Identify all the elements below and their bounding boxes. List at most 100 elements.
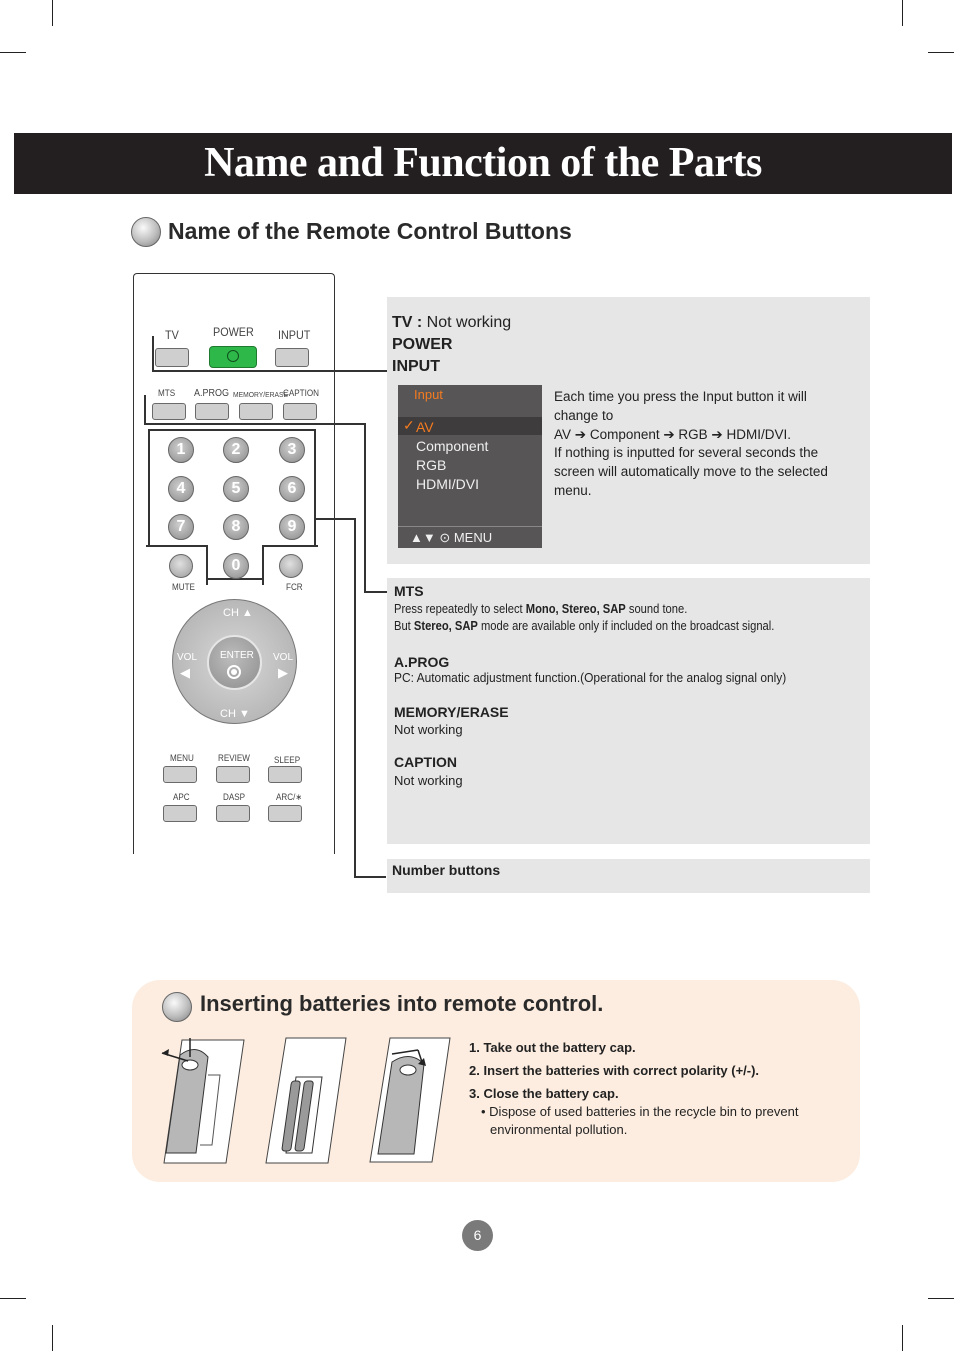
osd-item-av[interactable]: AV bbox=[416, 419, 434, 435]
battery-note-line-2: environmental pollution. bbox=[490, 1122, 628, 1137]
number-button-8[interactable]: 8 bbox=[223, 514, 249, 540]
number-button-4[interactable]: 4 bbox=[168, 476, 194, 502]
remote-label-mute: MUTE bbox=[172, 582, 195, 592]
aprog-text: PC: Automatic adjustment function.(Opera… bbox=[394, 670, 787, 685]
crop-mark bbox=[902, 1325, 903, 1351]
fcr-button[interactable] bbox=[279, 554, 303, 578]
remote-label-aprog: A.PROG bbox=[194, 388, 230, 399]
connector-line bbox=[152, 336, 154, 372]
tv-button[interactable] bbox=[155, 348, 189, 367]
remote-label-input: INPUT bbox=[278, 328, 311, 342]
battery-note-line-1: • Dispose of used batteries in the recyc… bbox=[481, 1104, 799, 1119]
osd-item-hdmi-dvi[interactable]: HDMI/DVI bbox=[416, 476, 479, 492]
number-button-5[interactable]: 5 bbox=[223, 476, 249, 502]
review-button[interactable] bbox=[216, 766, 250, 783]
number-button-9[interactable]: 9 bbox=[279, 514, 305, 540]
connector-line bbox=[364, 423, 366, 593]
section-bullet-icon bbox=[131, 217, 161, 247]
menu-button[interactable] bbox=[163, 766, 197, 783]
numbox-bottom bbox=[208, 578, 264, 580]
remote-label-fcr: FCR bbox=[286, 582, 303, 592]
connector-line bbox=[152, 370, 387, 372]
crop-mark bbox=[0, 1298, 26, 1299]
osd-item-rgb[interactable]: RGB bbox=[416, 457, 447, 473]
battery-section bbox=[132, 980, 860, 1182]
remote-label-apc: APC bbox=[173, 792, 190, 802]
aprog-button[interactable] bbox=[195, 403, 229, 420]
enter-button[interactable] bbox=[207, 635, 262, 690]
sleep-button[interactable] bbox=[268, 766, 302, 783]
section-title-remote: Name of the Remote Control Buttons bbox=[168, 218, 572, 244]
mute-button[interactable] bbox=[169, 554, 193, 578]
vol-right-label: VOL bbox=[273, 652, 294, 663]
connector-line bbox=[144, 423, 366, 425]
number-button-2[interactable]: 2 bbox=[223, 437, 249, 463]
apc-button[interactable] bbox=[163, 805, 197, 822]
caption-button[interactable] bbox=[283, 403, 317, 420]
caption-text: Not working bbox=[394, 773, 463, 788]
remote-label-caption: CAPTION bbox=[283, 388, 320, 398]
osd-selected-row bbox=[398, 417, 542, 435]
osd-footer-divider bbox=[398, 526, 542, 527]
number-buttons-label: Number buttons bbox=[392, 862, 501, 878]
input-desc-line-4: If nothing is inputted for several secon… bbox=[554, 445, 819, 460]
input-desc-line-6: menu. bbox=[554, 483, 592, 498]
numbox-notch-right bbox=[262, 545, 318, 585]
arrow-right-icon: ▶ bbox=[278, 665, 288, 680]
number-button-6[interactable]: 6 bbox=[279, 476, 305, 502]
remote-label-mts: MTS bbox=[158, 388, 176, 398]
connector-line bbox=[316, 518, 356, 520]
remote-label-arc: ARC/∗ bbox=[276, 792, 303, 802]
input-desc-line-3: AV ➔ Component ➔ RGB ➔ HDMI/DVI. bbox=[554, 427, 791, 442]
remote-label-sleep: SLEEP bbox=[274, 755, 301, 765]
battery-step-2: 2. Insert the batteries with correct pol… bbox=[469, 1063, 760, 1078]
battery-illustration-1 bbox=[161, 1038, 245, 1164]
power-button[interactable] bbox=[209, 346, 257, 368]
crop-mark bbox=[928, 1298, 954, 1299]
battery-step-1: 1. Take out the battery cap. bbox=[469, 1040, 636, 1055]
crop-mark bbox=[0, 52, 26, 53]
aprog-heading: A.PROG bbox=[394, 654, 450, 670]
input-button[interactable] bbox=[275, 348, 309, 367]
remote-label-tv: TV bbox=[165, 328, 179, 342]
input-desc-line-1: Each time you press the Input button it … bbox=[554, 389, 807, 404]
crop-mark bbox=[52, 1325, 53, 1351]
remote-label-review: REVIEW bbox=[218, 753, 250, 763]
arrow-left-icon: ◀ bbox=[180, 665, 190, 680]
title-bar: Name and Function of the Parts bbox=[14, 133, 952, 194]
number-button-1[interactable]: 1 bbox=[168, 437, 194, 463]
panel-mts-aprog bbox=[387, 578, 870, 844]
input-desc-line-2: change to bbox=[554, 408, 614, 423]
dasp-button[interactable] bbox=[216, 805, 250, 822]
ch-up-label: CH ▲ bbox=[223, 607, 253, 619]
number-button-7[interactable]: 7 bbox=[168, 514, 194, 540]
arrow-up-icon: ▲ bbox=[241, 607, 253, 619]
mts-heading: MTS bbox=[394, 583, 424, 599]
number-button-3[interactable]: 3 bbox=[279, 437, 305, 463]
vol-left-label: VOL bbox=[177, 652, 198, 663]
mts-button[interactable] bbox=[152, 403, 186, 420]
osd-item-component[interactable]: Component bbox=[416, 438, 489, 454]
memory-erase-heading: MEMORY/ERASE bbox=[394, 704, 509, 720]
crop-mark bbox=[902, 0, 903, 26]
connector-line bbox=[144, 395, 146, 425]
osd-title: Input bbox=[414, 387, 443, 402]
enter-label: ENTER bbox=[220, 650, 254, 661]
number-button-0[interactable]: 0 bbox=[223, 553, 249, 579]
input-heading: INPUT bbox=[392, 358, 440, 375]
mts-text-line-2: But Stereo, SAP mode are available only … bbox=[394, 618, 775, 633]
enter-icon bbox=[227, 665, 241, 679]
panel-number-buttons bbox=[387, 859, 870, 893]
remote-label-power: POWER bbox=[213, 325, 254, 339]
memory-erase-button[interactable] bbox=[239, 403, 273, 420]
connector-line bbox=[354, 876, 386, 878]
input-osd-menu: Input ✓ AV Component RGB HDMI/DVI ▲▼ ⊙ M… bbox=[398, 385, 542, 548]
connector-line bbox=[364, 591, 388, 593]
connector-line bbox=[354, 518, 356, 878]
tv-line: TV : Not working bbox=[392, 314, 512, 331]
caption-heading: CAPTION bbox=[394, 754, 457, 770]
remote-label-memory-erase: MEMORY/ERASE bbox=[233, 390, 289, 399]
arc-button[interactable] bbox=[268, 805, 302, 822]
remote-label-dasp: DASP bbox=[223, 792, 246, 802]
input-desc-line-5: screen will automatically move to the se… bbox=[554, 464, 828, 479]
